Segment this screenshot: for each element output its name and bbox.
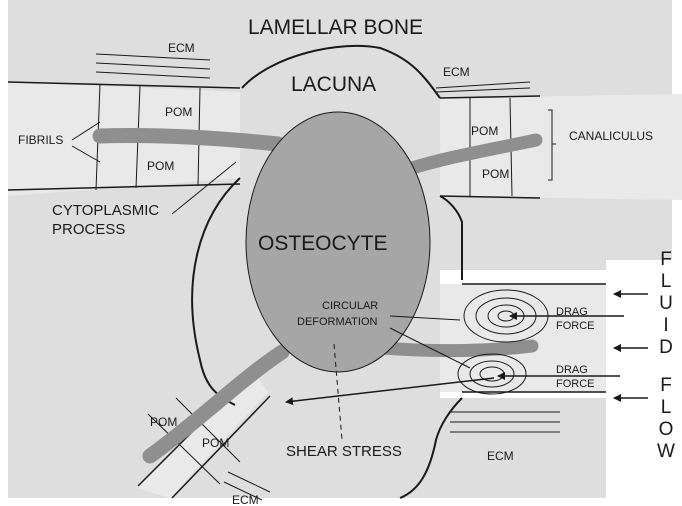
label-fibrils: FIBRILS [18, 134, 63, 147]
flow-letter-o: O [656, 420, 676, 439]
label-ecm-top-left: ECM [168, 42, 195, 55]
flow-letter-l2: L [656, 398, 676, 417]
label-osteocyte: OSTEOCYTE [258, 232, 388, 255]
label-deformation: DEFORMATION [297, 316, 377, 328]
label-canaliculus: CANALICULUS [569, 130, 653, 143]
flow-letter-f1: F [656, 250, 676, 269]
label-drag-1: DRAG [556, 306, 588, 318]
label-lacuna: LACUNA [291, 73, 376, 96]
label-pom-3: POM [471, 125, 498, 138]
label-force-1: FORCE [556, 320, 595, 332]
label-ecm-bottom-right: ECM [487, 450, 514, 463]
flow-letter-d: D [656, 338, 676, 357]
label-pom-1: POM [165, 106, 192, 119]
flow-letter-u: U [656, 294, 676, 313]
label-cytoplasmic: CYTOPLASMIC [52, 203, 159, 220]
label-shear-stress: SHEAR STRESS [286, 444, 402, 461]
label-drag-2: DRAG [556, 364, 588, 376]
label-pom-2: POM [147, 160, 174, 173]
label-pom-4: POM [482, 168, 509, 181]
label-process: PROCESS [52, 222, 125, 239]
label-ecm-top-right: ECM [443, 66, 470, 79]
flow-letter-i: I [656, 316, 676, 335]
label-pom-5: POM [150, 416, 177, 429]
label-circular: CIRCULAR [322, 300, 378, 312]
label-pom-6: POM [202, 437, 229, 450]
label-ecm-bottom-left: ECM [232, 494, 259, 506]
flow-letter-f2: F [656, 376, 676, 395]
label-lamellar-bone: LAMELLAR BONE [248, 16, 423, 39]
label-force-2: FORCE [556, 378, 595, 390]
flow-letter-l1: L [656, 272, 676, 291]
flow-letter-w: W [656, 442, 676, 461]
